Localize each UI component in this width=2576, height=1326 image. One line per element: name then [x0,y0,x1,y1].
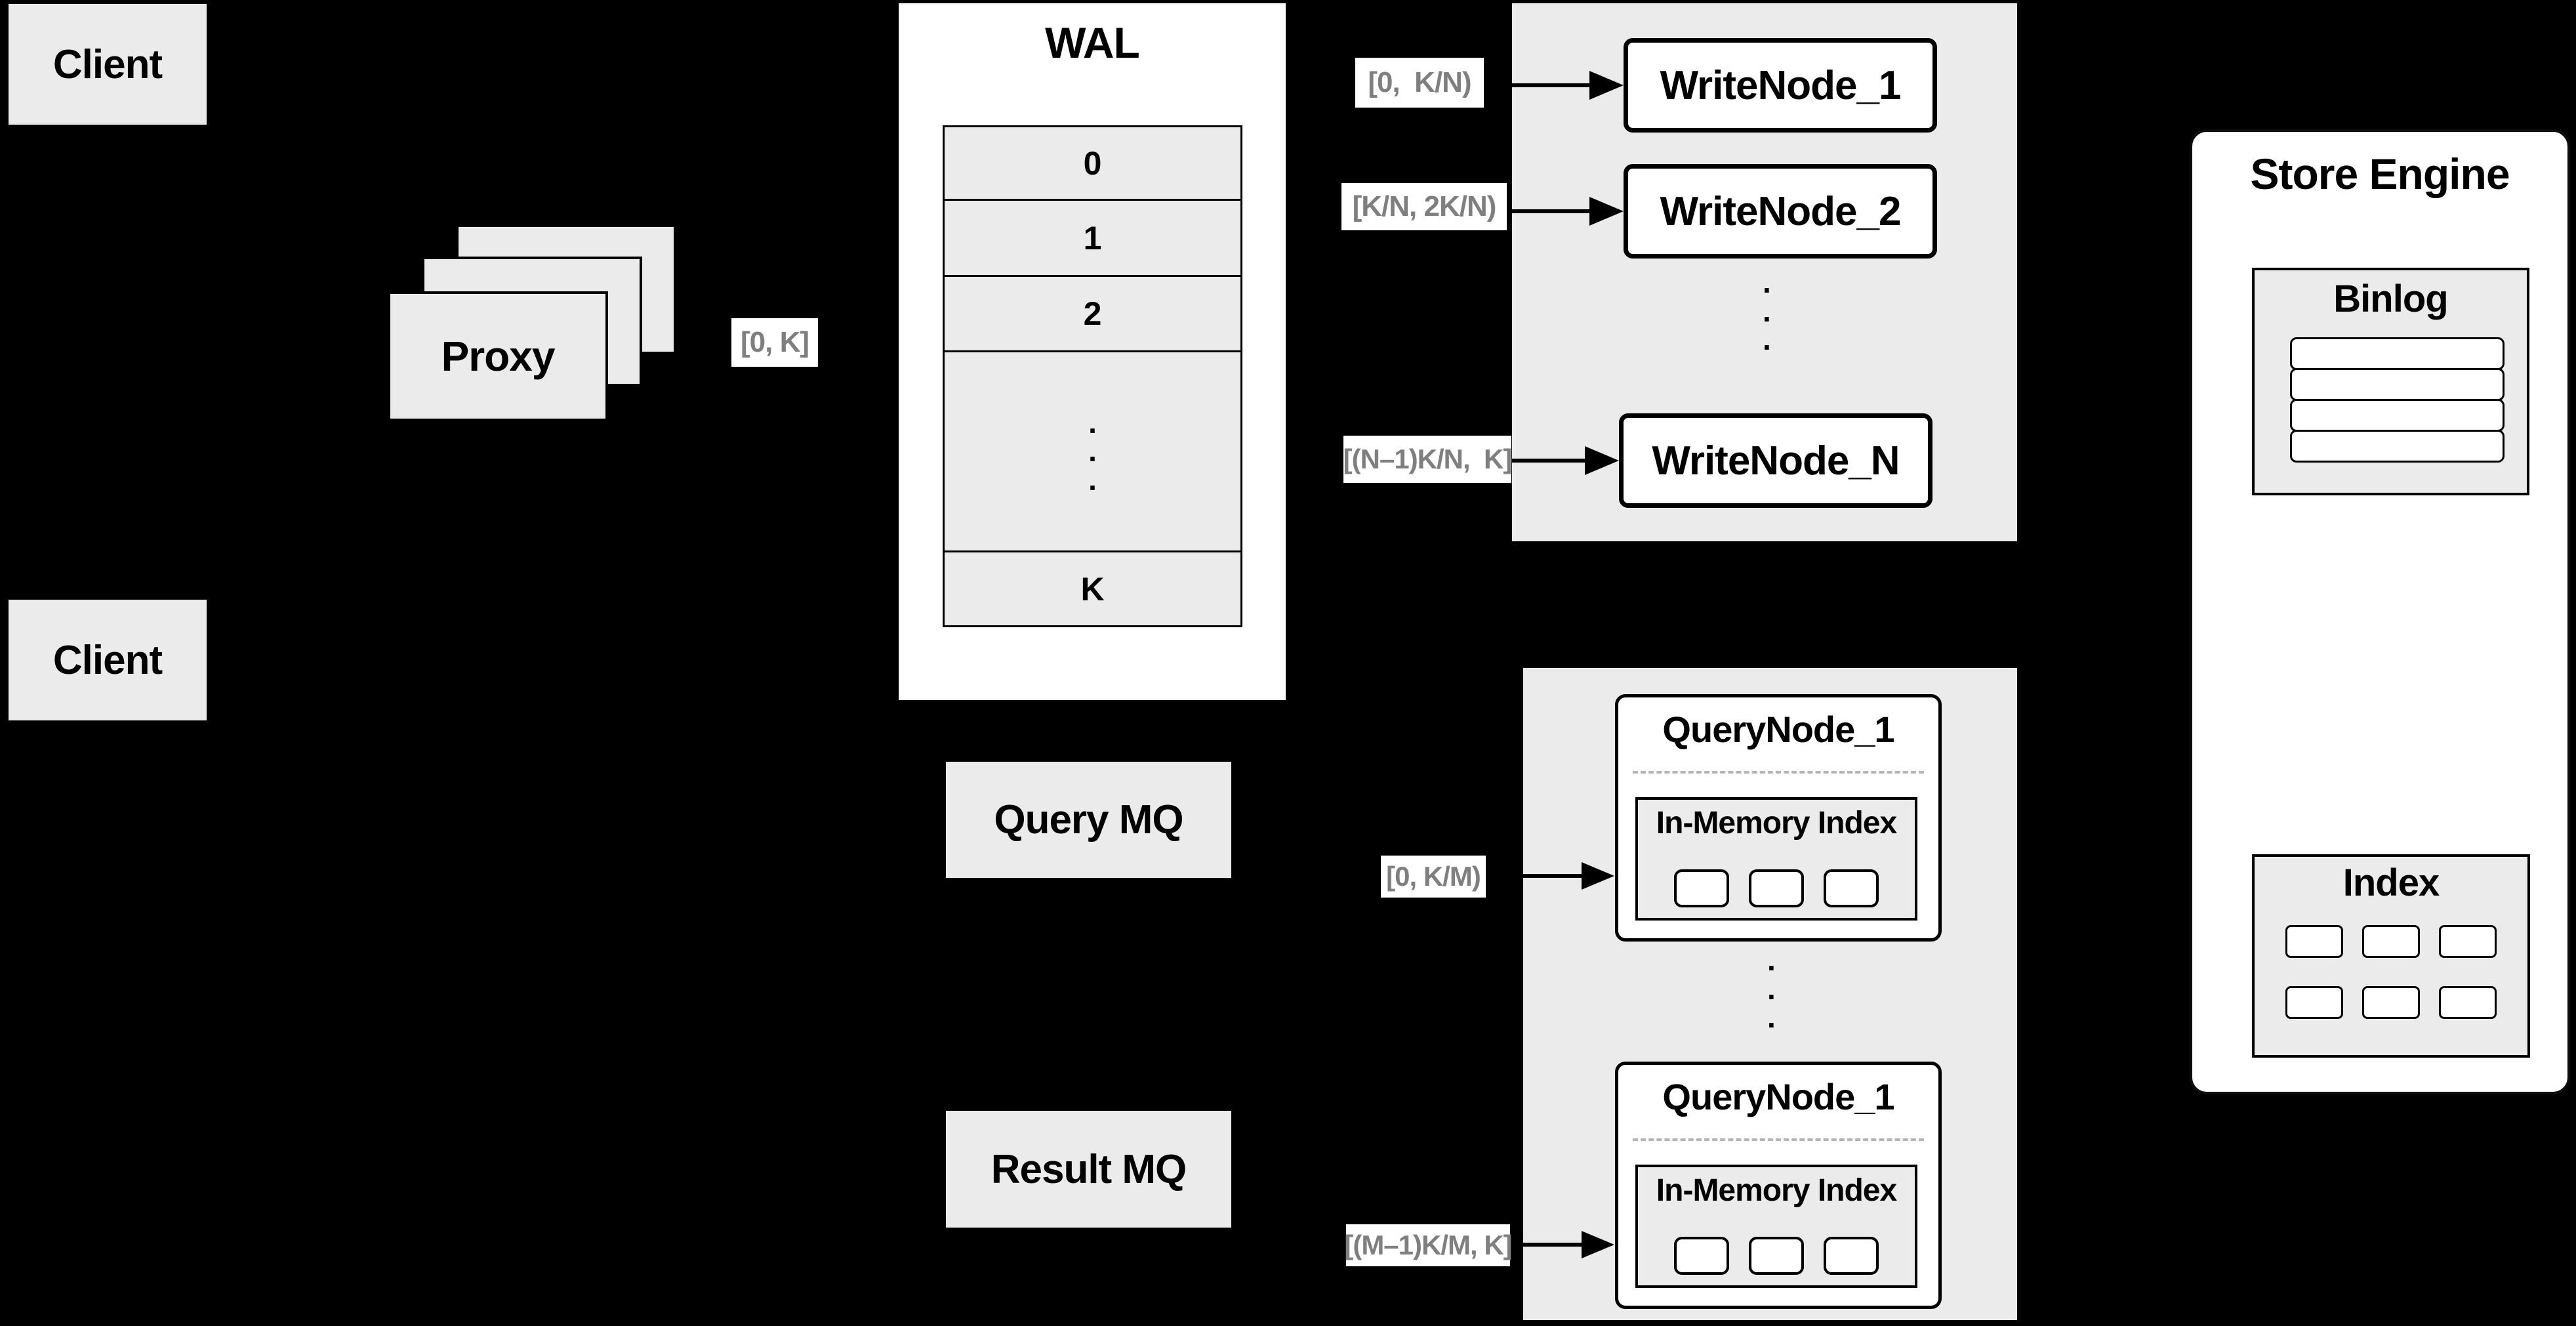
client-box-top: Client [9,4,207,125]
segment-cell [1749,869,1804,907]
range-label-writenode-2: [K/N, 2K/N) [1341,183,1507,230]
binlog-row [2290,399,2504,432]
store-engine-box: Store Engine Binlog Index [2190,129,2570,1094]
range-label-proxy-wal: [0, K] [731,318,818,367]
range-label-writenode-1: [0, K/N) [1355,58,1484,108]
binlog-title: Binlog [2333,278,2448,320]
range-label-querynode-1: [0, K/M) [1381,856,1486,898]
index-cell [2439,925,2497,958]
writenode-2-box: WriteNode_2 [1624,164,1937,259]
binlog-rows [2290,337,2504,463]
querynode-top-box: QueryNode_1 In-Memory Index [1615,694,1942,942]
range-label-writenode-n: [(N–1)K/N, K] [1343,436,1512,483]
arrow-to-writenode-1-shaft [1512,83,1592,87]
in-memory-index-title: In-Memory Index [1656,806,1897,840]
dashed-divider [1633,771,1924,774]
arrow-to-writenode-1-head-icon [1589,71,1624,100]
arrow-to-writenode-2-head-icon [1589,197,1624,226]
segment-cell [1674,1237,1729,1275]
index-title: Index [2342,861,2440,904]
binlog-row [2290,430,2504,463]
wal-row-k: K [943,550,1242,627]
arrow-to-writenode-n-shaft [1512,459,1587,463]
binlog-row [2290,337,2504,370]
query-node-group: QueryNode_1 In-Memory Index ... QueryNod… [1523,668,2017,1320]
proxy-label: Proxy [441,333,556,380]
arrow-to-querynode-top-head-icon [1582,862,1614,890]
binlog-row [2290,368,2504,401]
in-memory-index-box: In-Memory Index [1635,797,1917,921]
index-cell-row [2285,986,2497,1019]
segment-cell [1824,1237,1879,1275]
index-box: Index [2252,854,2530,1058]
wal-segment-table: 0 1 2 ... K [943,125,1242,627]
querynode-title: QueryNode_1 [1662,1076,1894,1117]
store-engine-title: Store Engine [2250,150,2510,198]
ellipsis-icon: ... [1088,405,1097,497]
index-segment-cells [1638,869,1915,907]
querynode-bottom-box: QueryNode_1 In-Memory Index [1615,1062,1942,1309]
wal-row-ellipsis: ... [943,350,1242,552]
query-mq-box: Query MQ [946,762,1231,878]
write-node-group: WriteNode_1 WriteNode_2 WriteNode_N ... [1512,3,2017,541]
result-mq-box: Result MQ [946,1111,1231,1228]
index-cell [2285,925,2343,958]
segment-cell [1824,869,1879,907]
writenode-1-box: WriteNode_1 [1624,38,1937,133]
index-cell [2362,925,2420,958]
wal-title: WAL [1045,18,1140,67]
in-memory-index-box: In-Memory Index [1635,1165,1917,1288]
binlog-box: Binlog [2252,268,2529,495]
arrow-to-querynode-bottom-head-icon [1582,1231,1614,1258]
ellipsis-icon: ... [1767,943,1776,1035]
proxy-card-front: Proxy [388,291,608,421]
index-cells [2255,925,2527,1019]
client-box-bottom: Client [9,600,207,720]
index-cell [2362,986,2420,1019]
wal-row-1: 1 [943,199,1242,277]
wal-row-2: 2 [943,275,1242,352]
arrow-to-querynode-top-shaft [1523,874,1584,878]
writenode-n-box: WriteNode_N [1619,413,1932,508]
arrow-to-writenode-n-head-icon [1585,446,1619,475]
in-memory-index-title: In-Memory Index [1656,1173,1897,1208]
arrow-to-writenode-2-shaft [1512,209,1592,213]
wal-row-0: 0 [943,125,1242,201]
index-segment-cells [1638,1237,1915,1275]
index-cell [2285,986,2343,1019]
ellipsis-icon: ... [1763,265,1771,357]
segment-cell [1674,869,1729,907]
range-label-querynode-m: [(M–1)K/M, K] [1344,1224,1513,1266]
dashed-divider [1633,1138,1924,1141]
segment-cell [1749,1237,1804,1275]
arrow-to-querynode-bottom-shaft [1523,1243,1584,1247]
querynode-title: QueryNode_1 [1662,709,1894,750]
index-cell-row [2285,925,2497,958]
index-cell [2439,986,2497,1019]
wal-box: WAL 0 1 2 ... K [899,3,1286,700]
